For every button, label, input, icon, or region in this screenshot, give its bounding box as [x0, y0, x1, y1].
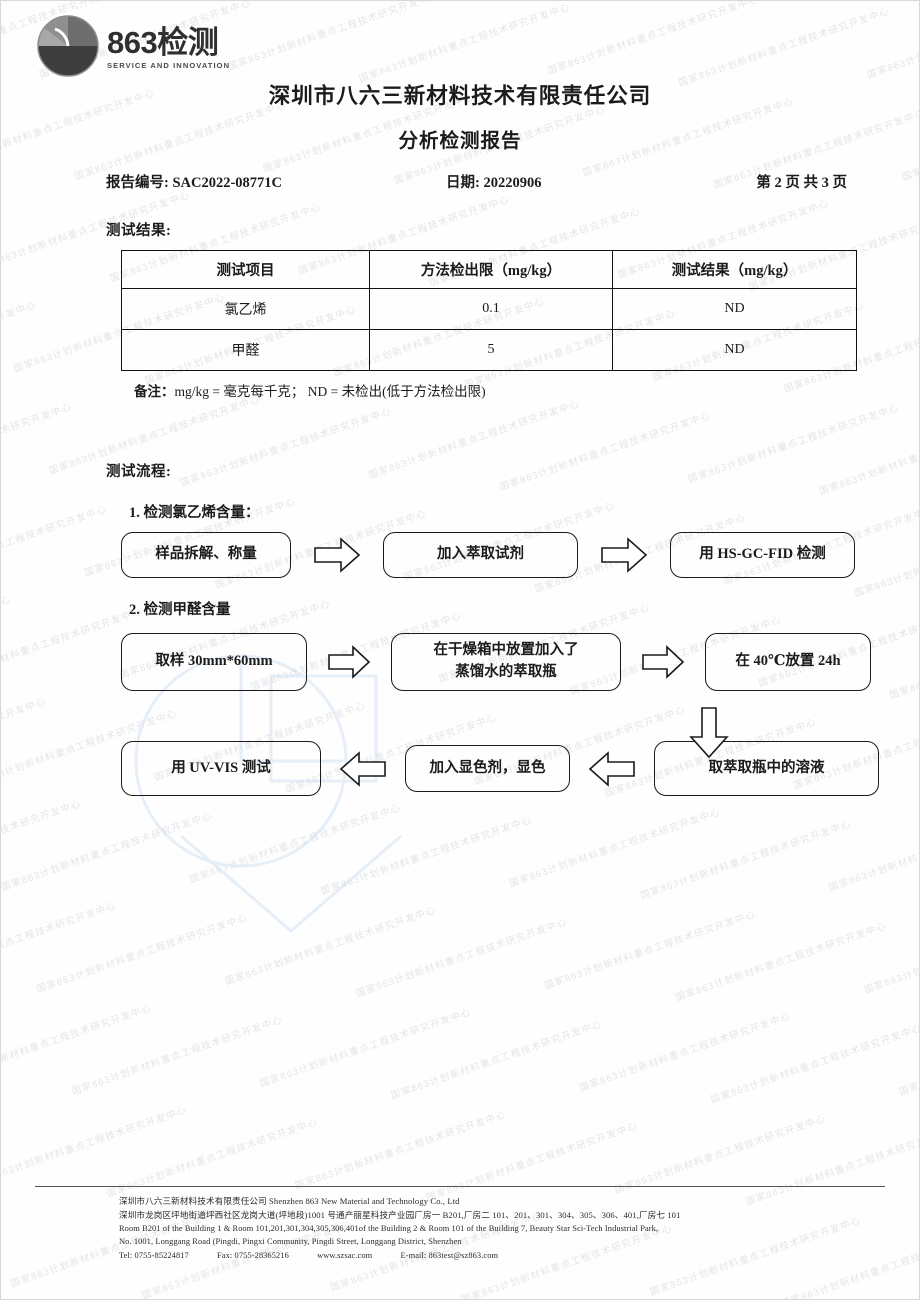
brand-block: 863检测 SERVICE AND INNOVATION — [107, 23, 230, 70]
footer-website[interactable]: www.szsac.com — [317, 1250, 373, 1260]
arrow-left-icon — [588, 750, 635, 787]
cell-item: 甲醛 — [121, 329, 370, 371]
pie-sphere-logo-icon — [37, 15, 99, 77]
cell-result: ND — [612, 288, 857, 330]
footer-company: 深圳市八六三新材料技术有限责任公司 Shenzhen 863 New Mater… — [119, 1196, 460, 1206]
table-row: 甲醛 5 ND — [121, 329, 857, 371]
column-header-detection-limit: 方法检出限（mg/kg） — [369, 250, 613, 289]
flow2-label: 2. 检测甲醛含量 — [129, 602, 231, 618]
footer: 深圳市八六三新材料技术有限责任公司 Shenzhen 863 New Mater… — [119, 1195, 819, 1262]
results-heading: 测试结果: — [106, 223, 172, 239]
watermark-text: 国家863计划新材料重点工程技术研究开发中心国家863计划新材料重点工程技术研究… — [105, 920, 889, 1200]
remark-label: 备注： — [134, 384, 175, 399]
flow3-row: 用 UV-VIS 测试 加入显色剂，显色 取萃取瓶中的溶液 — [121, 741, 919, 796]
footer-contact: Tel: 0755-85224817 Fax: 0755-28365216 ww… — [119, 1249, 819, 1262]
column-header-result: 测试结果（mg/kg） — [612, 250, 857, 289]
flow1-node-1: 样品拆解、称量 — [121, 532, 291, 578]
results-remark: 备注：mg/kg = 毫克每千克； ND = 未检出(低于方法检出限) — [134, 380, 919, 400]
flow2-row: 取样 30mm*60mm 在干燥箱中放置加入了蒸馏水的萃取瓶 在 40℃放置 2… — [121, 633, 919, 691]
results-table: 测试项目 方法检出限（mg/kg） 测试结果（mg/kg） 氯乙烯 0.1 ND… — [121, 250, 857, 371]
flow1-label: 1. 检测氯乙烯含量： — [129, 505, 260, 521]
flow1-node-3: 用 HS-GC-FID 检测 — [670, 532, 855, 578]
page-title: 分析检测报告 — [398, 131, 522, 152]
footer-email[interactable]: E-mail: 863test@sz863.com — [400, 1250, 499, 1260]
table-row: 氯乙烯 0.1 ND — [121, 288, 857, 330]
report-date: 日期: 20220906 — [446, 175, 542, 191]
flow1-node-2: 加入萃取试剂 — [383, 532, 578, 578]
cell-item: 氯乙烯 — [121, 288, 370, 330]
arrow-left-icon — [339, 750, 386, 787]
flow3-node-3: 取萃取瓶中的溶液 — [654, 741, 879, 796]
cell-limit: 5 — [369, 329, 613, 371]
brand-name: 863检测 — [107, 24, 219, 60]
footer-address-en-2: No. 1001, Longgang Road (Pingdi, Pingxi … — [119, 1237, 462, 1247]
remark-text: mg/kg = 毫克每千克； ND = 未检出(低于方法检出限) — [174, 384, 486, 399]
cell-limit: 0.1 — [369, 288, 613, 330]
process-heading: 测试流程: — [106, 464, 172, 480]
cell-result: ND — [612, 329, 857, 371]
footer-fax: Fax: 0755-28365216 — [217, 1250, 289, 1260]
footer-address-cn: 深圳市龙岗区坪地街道坪西社区龙岗大道(坪地段)1001 号通产丽星科技产业园厂房… — [119, 1209, 681, 1220]
page-indicator: 第 2 页 共 3 页 — [756, 175, 847, 191]
letterhead: 863检测 SERVICE AND INNOVATION — [35, 13, 285, 79]
arrow-down-icon — [689, 707, 729, 759]
arrow-right-icon — [314, 537, 361, 573]
brand-tagline: SERVICE AND INNOVATION — [107, 60, 231, 70]
arrow-right-icon — [642, 645, 685, 679]
document-content: 深圳市八六三新材料技术有限责任公司 分析检测报告 报告编号: SAC2022-0… — [1, 79, 919, 796]
arrow-right-icon — [601, 537, 648, 573]
footer-divider — [35, 1186, 885, 1187]
flow2-node-1: 取样 30mm*60mm — [121, 633, 307, 691]
column-header-item: 测试项目 — [121, 250, 370, 289]
watermark-text: 国家863计划新材料重点工程技术研究开发中心国家863计划新材料重点工程技术研究… — [1, 810, 919, 1188]
flow2-node-2: 在干燥箱中放置加入了蒸馏水的萃取瓶 — [391, 633, 621, 691]
company-title: 深圳市八六三新材料技术有限责任公司 — [268, 84, 652, 108]
flow2-node-3: 在 40℃放置 24h — [705, 633, 871, 691]
footer-address-en-1: Room B201 of the Building 1 & Room 101,2… — [119, 1224, 659, 1234]
arrow-right-icon — [328, 645, 371, 679]
report-meta: 报告编号: SAC2022-08771C 日期: 20220906 第 2 页 … — [106, 171, 847, 193]
flow3-node-1: 用 UV-VIS 测试 — [121, 741, 321, 796]
report-number: 报告编号: SAC2022-08771C — [106, 175, 283, 191]
flow3-node-2: 加入显色剂，显色 — [405, 745, 570, 792]
table-header-row: 测试项目 方法检出限（mg/kg） 测试结果（mg/kg） — [121, 250, 857, 289]
flow1-row: 样品拆解、称量 加入萃取试剂 用 HS-GC-FID 检测 — [121, 532, 919, 578]
footer-tel: Tel: 0755-85224817 — [119, 1250, 189, 1260]
